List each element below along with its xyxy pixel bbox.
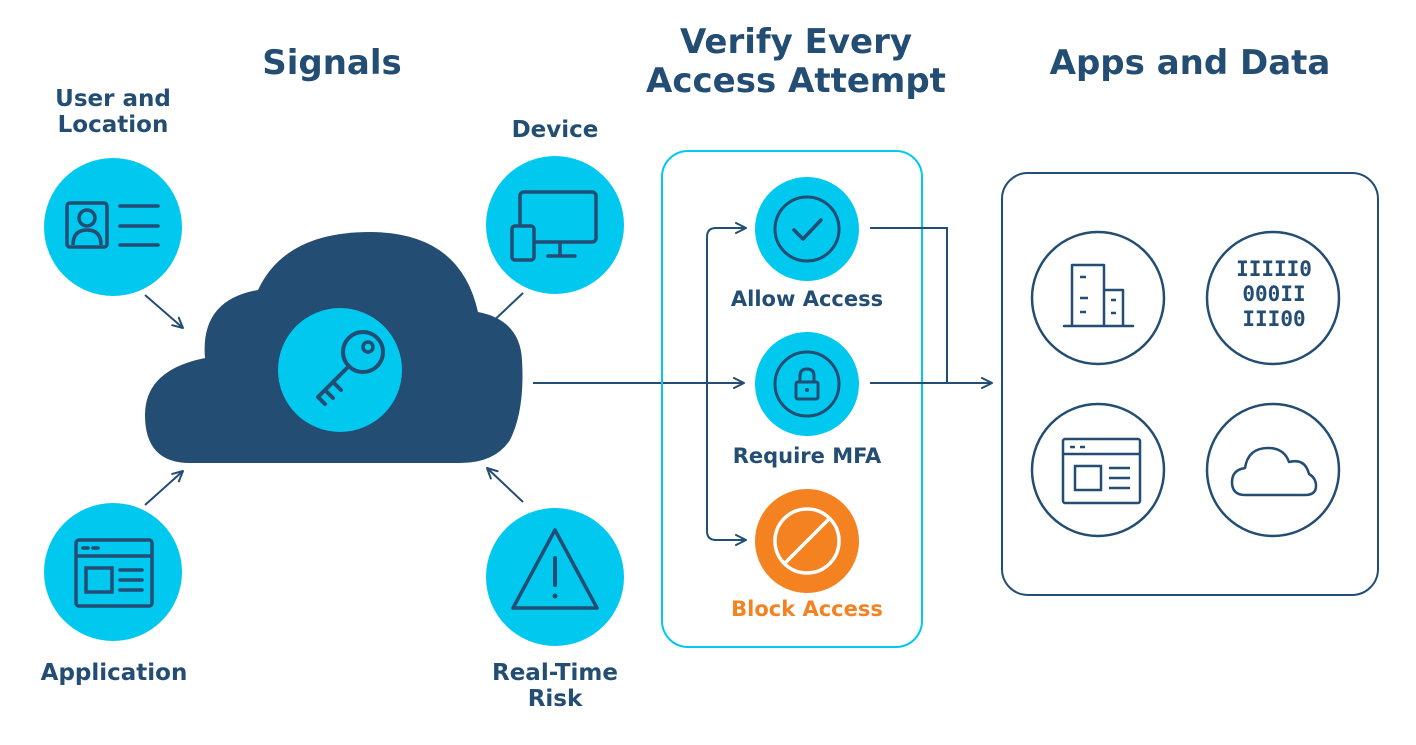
apps-data-panel bbox=[1001, 172, 1379, 596]
mfa-lock-icon bbox=[755, 332, 859, 436]
application-icon bbox=[44, 503, 182, 641]
arrow-application-to-cloud bbox=[144, 470, 184, 506]
web-app-icon bbox=[1030, 402, 1166, 538]
binary-row-2: 000II bbox=[1242, 282, 1305, 306]
arrow-device-to-cloud bbox=[486, 292, 524, 328]
allow-check-icon bbox=[755, 177, 859, 281]
block-icon bbox=[755, 489, 859, 593]
signals-title: Signals bbox=[262, 43, 402, 83]
allow-output-line bbox=[870, 227, 948, 383]
real-time-risk-label-line-2: Risk bbox=[527, 686, 583, 713]
user-location-label-line-1: User and bbox=[55, 86, 171, 112]
apps-data-title: Apps and Data bbox=[1049, 43, 1331, 83]
key-icon bbox=[278, 308, 402, 432]
allow-access-label: Allow Access bbox=[730, 287, 884, 311]
warning-icon bbox=[486, 508, 624, 646]
verify-title-line-2: Access Attempt bbox=[646, 61, 946, 102]
real-time-risk-label: Real-Time Risk bbox=[470, 660, 640, 713]
application-label: Application bbox=[40, 660, 188, 686]
verify-title-line-1: Verify Every bbox=[679, 22, 913, 62]
require-mfa-label: Require MFA bbox=[732, 444, 882, 468]
user-location-label-line-2: Location bbox=[57, 112, 169, 139]
arrow-user-to-cloud bbox=[144, 294, 184, 329]
building-icon bbox=[1030, 230, 1166, 366]
cloud-storage-icon bbox=[1205, 402, 1341, 538]
binary-row-1: IIIII0 bbox=[1236, 257, 1312, 281]
device-icon bbox=[486, 156, 624, 294]
real-time-risk-label-line-1: Real-Time bbox=[491, 660, 619, 686]
arrow-risk-to-cloud bbox=[486, 467, 524, 503]
block-access-label: Block Access bbox=[731, 597, 883, 621]
binary-row-3: III00 bbox=[1242, 307, 1305, 331]
verify-title: Verify Every Access Attempt bbox=[606, 22, 986, 102]
binary-data-icon: IIIII0 000II III00 bbox=[1205, 230, 1341, 366]
device-label: Device bbox=[511, 117, 599, 143]
user-location-label: User and Location bbox=[13, 86, 213, 139]
user-location-icon bbox=[44, 158, 182, 296]
branch-connector bbox=[706, 227, 744, 541]
decision-panel bbox=[661, 150, 923, 648]
